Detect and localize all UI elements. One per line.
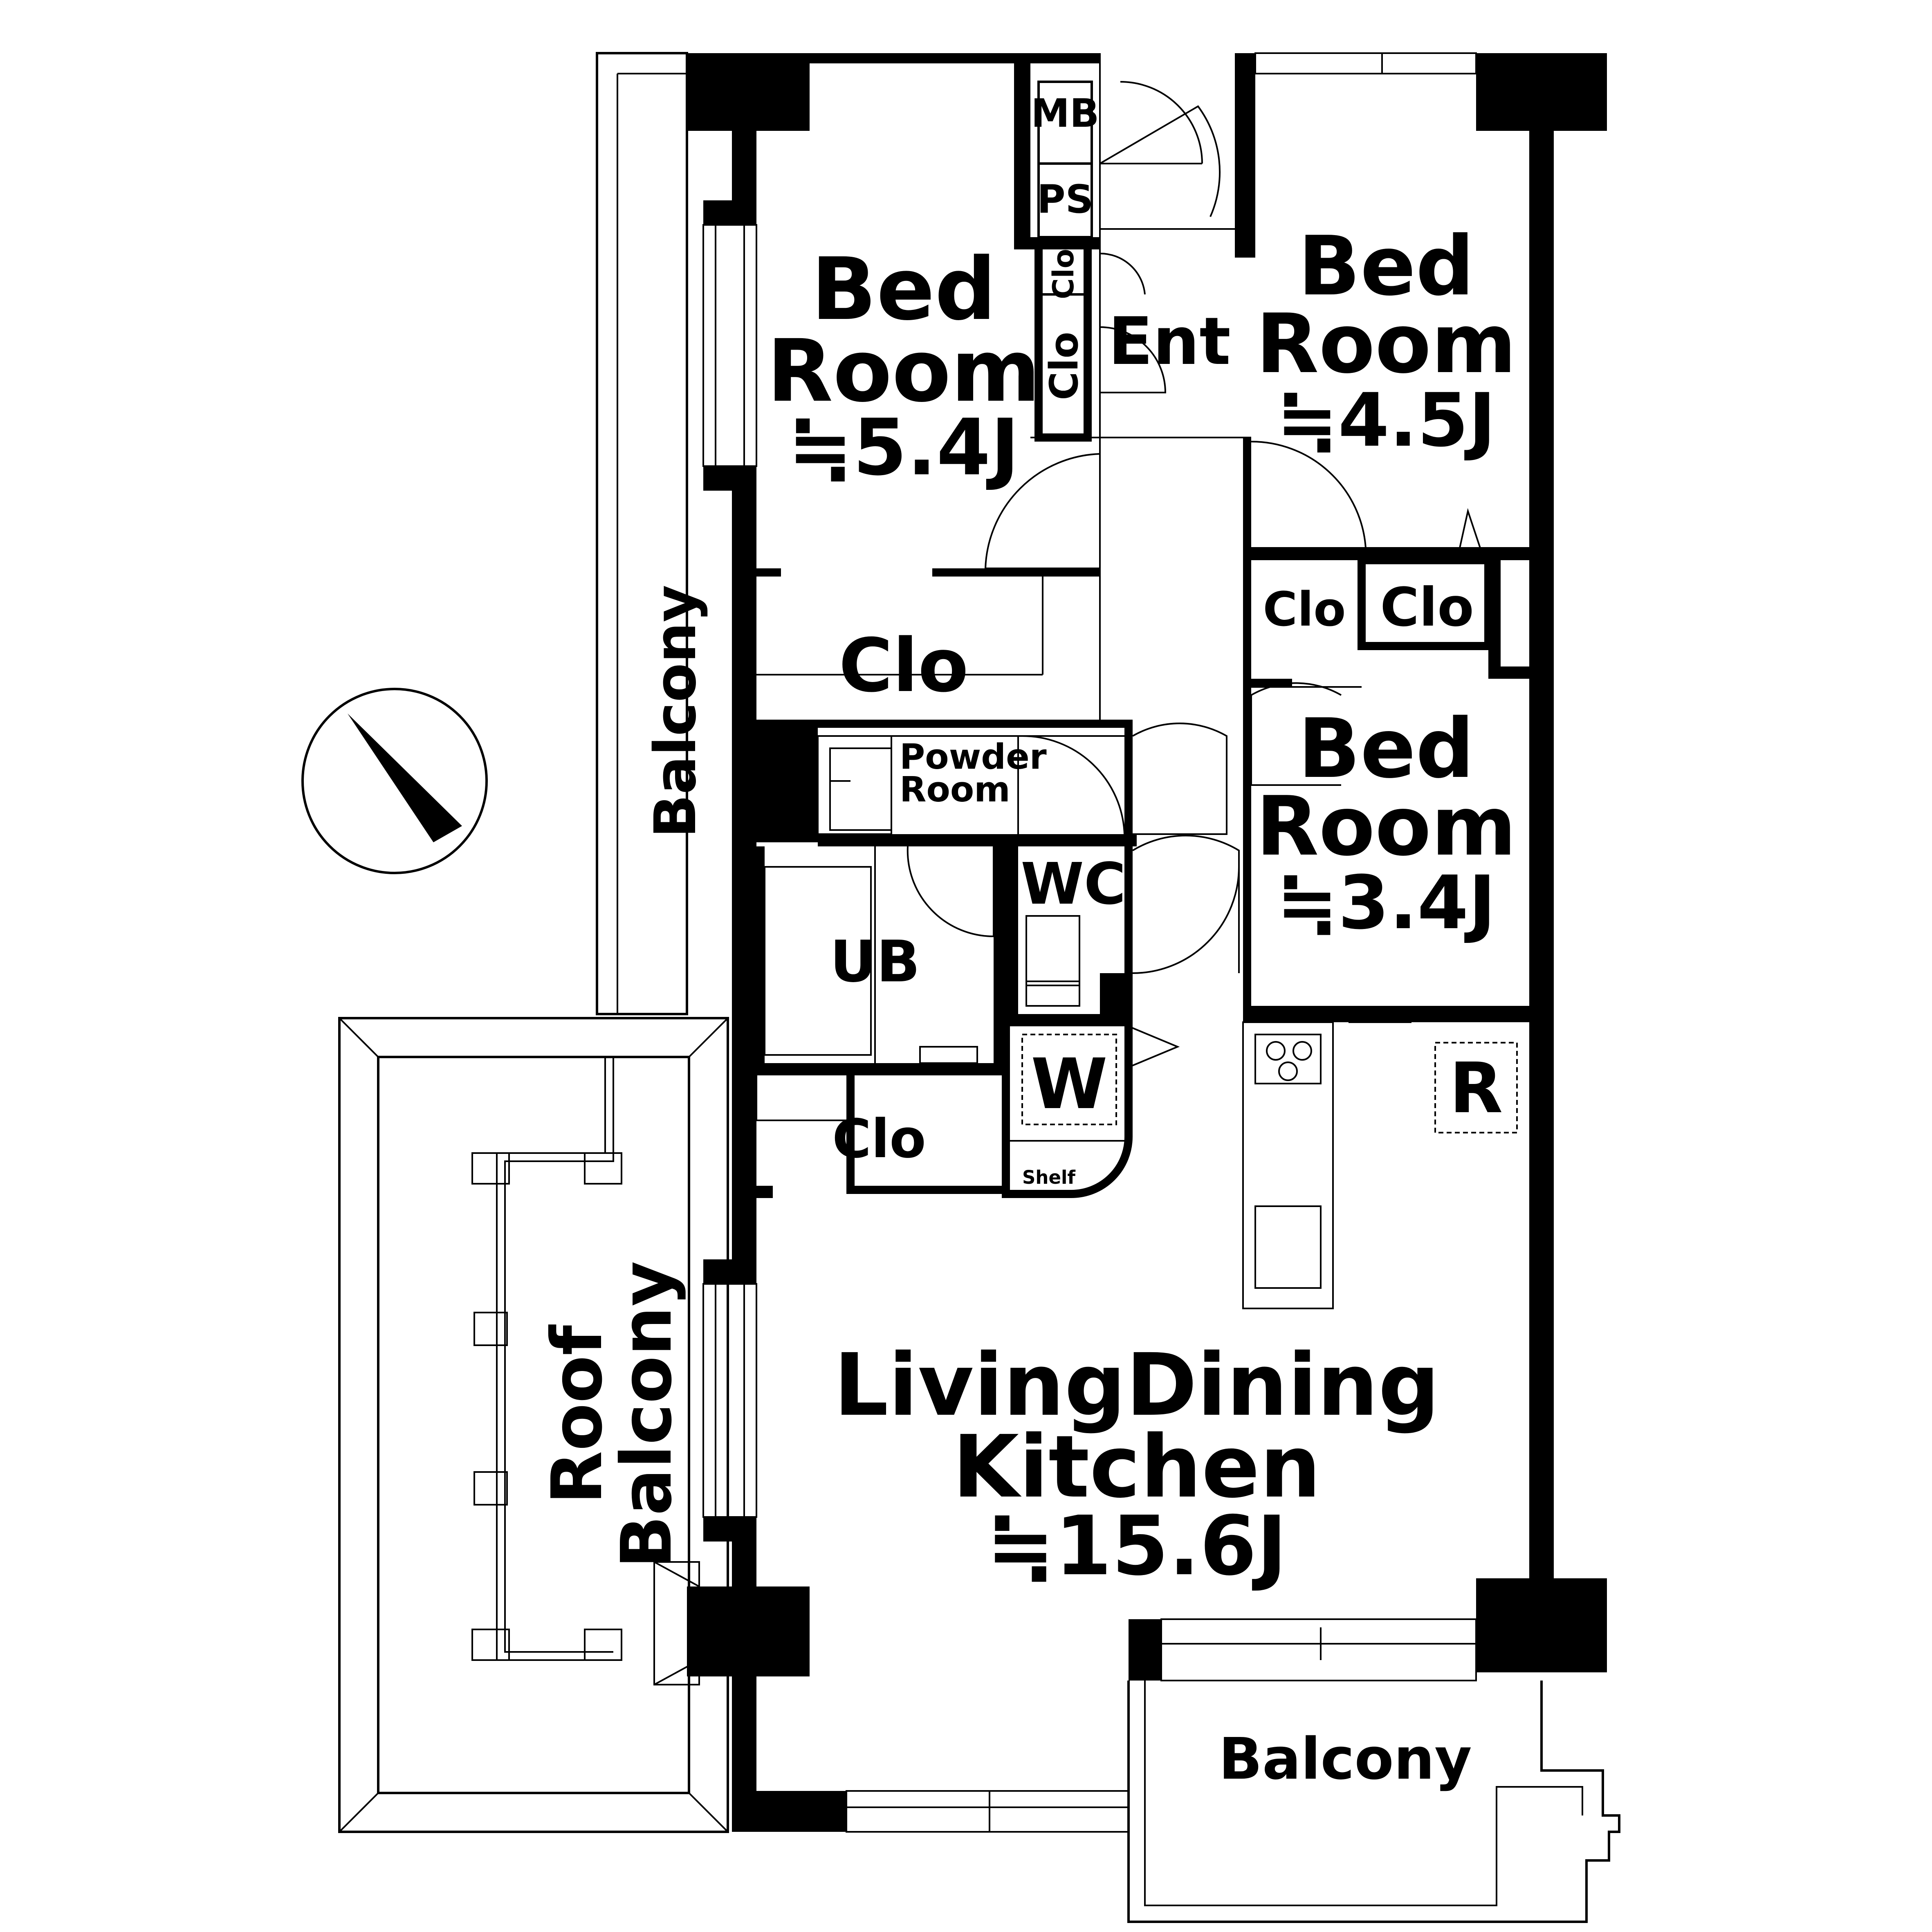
- north-arrow-icon: [301, 688, 488, 874]
- clo-small-ent-label: Clo: [1042, 332, 1087, 400]
- clo-bed-b-label-1: Clo: [1263, 582, 1346, 637]
- bed-room-c-size: ≒3.4J: [1277, 860, 1496, 946]
- windows: [702, 52, 1477, 1833]
- ldk-title-2: Kitchen: [952, 1417, 1321, 1517]
- bed-room-b-size: ≒4.5J: [1277, 378, 1496, 463]
- bed-room-c-title-1: Bed: [1298, 701, 1474, 797]
- bed-room-b-title-2: Room: [1256, 296, 1516, 392]
- bed-room-c-title-2: Room: [1256, 779, 1516, 874]
- interior-walls: [756, 53, 1529, 1309]
- clo-hall-label: Clo: [832, 1108, 926, 1170]
- bed-room-a-size: ≒5.4J: [788, 402, 1019, 493]
- ps-label: PS: [1037, 177, 1093, 222]
- refrigerator-label: R: [1450, 1048, 1503, 1129]
- powder-room-label-1: Powder: [900, 737, 1047, 777]
- west-balcony-label: Balcony: [642, 585, 709, 838]
- ub-label: UB: [830, 929, 920, 995]
- powder-room-label-2: Room: [900, 770, 1010, 810]
- bed-room-b-title-1: Bed: [1298, 219, 1474, 314]
- roof-balcony-label-1: Roof: [537, 1324, 618, 1504]
- doors: [907, 81, 1481, 1068]
- south-balcony-label: Balcony: [1218, 1726, 1472, 1793]
- west-balcony: [596, 52, 688, 1015]
- bed-room-a-title-2: Room: [767, 321, 1040, 421]
- ldk-size: ≒15.6J: [986, 1499, 1287, 1594]
- roof-balcony: [338, 1017, 729, 1833]
- bed-room-a-title-1: Bed: [811, 239, 996, 339]
- ldk-title-1: LivingDining: [834, 1335, 1440, 1435]
- south-balcony: [1127, 1681, 1620, 1923]
- roof-balcony-label-2: Balcony: [606, 1261, 687, 1568]
- clo-bed-b-label-2: Clo: [1380, 576, 1474, 638]
- w-label: W: [1031, 1044, 1108, 1125]
- mb-label: MB: [1031, 91, 1100, 136]
- clo-small-top-label: Clo: [1047, 249, 1080, 299]
- clo-bed-a-label: Clo: [839, 623, 968, 709]
- ent-label: Ent: [1108, 303, 1231, 379]
- shelf-label: Shelf: [1022, 1167, 1075, 1188]
- wc-label: WC: [1021, 851, 1126, 918]
